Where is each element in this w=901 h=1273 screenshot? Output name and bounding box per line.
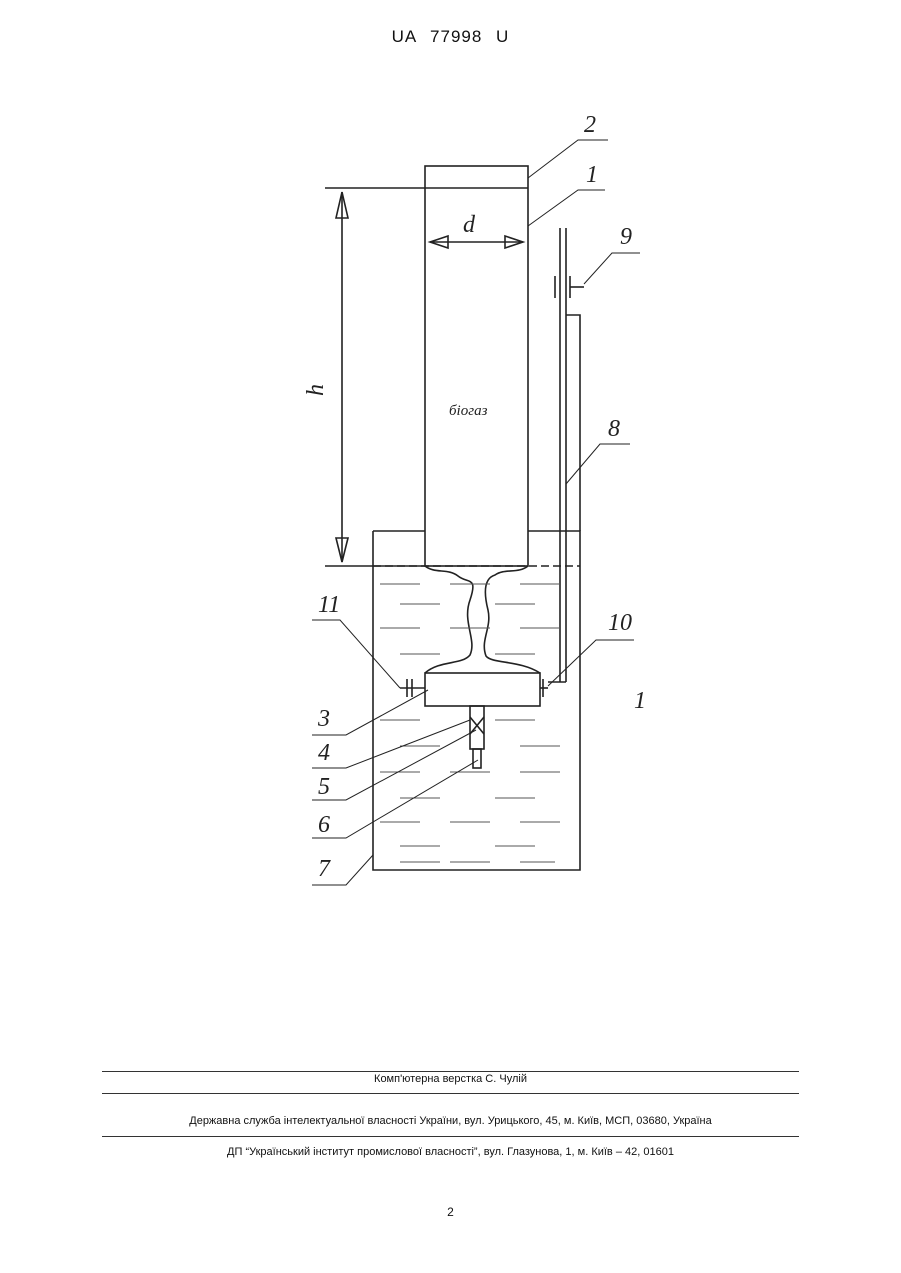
label-4: 4 bbox=[318, 740, 330, 766]
label-1-top: 1 bbox=[586, 162, 598, 188]
pipe-side-branch bbox=[566, 315, 580, 531]
gas-cylinder bbox=[425, 166, 528, 566]
label-2: 2 bbox=[584, 112, 596, 138]
biogas-apparatus-drawing: 2 1 9 d h біогаз 8 11 10 1 3 4 5 6 7 bbox=[0, 0, 901, 1000]
page-number: 2 bbox=[0, 1205, 901, 1219]
label-10: 10 bbox=[608, 610, 632, 636]
label-9: 9 bbox=[620, 224, 632, 250]
bag-box bbox=[425, 673, 540, 706]
label-5: 5 bbox=[318, 774, 330, 800]
label-7: 7 bbox=[318, 856, 331, 882]
footer-institute: ДП “Український інститут промислової вла… bbox=[0, 1146, 901, 1158]
label-6: 6 bbox=[318, 812, 330, 838]
label-11: 11 bbox=[318, 592, 340, 618]
label-8: 8 bbox=[608, 416, 620, 442]
footer-rule-2 bbox=[102, 1093, 799, 1094]
spigot-body bbox=[470, 706, 484, 749]
label-biogas: біогаз bbox=[449, 403, 488, 419]
label-d: d bbox=[463, 212, 476, 238]
footer-typesetting: Комп'ютерна верстка С. Чулій bbox=[0, 1073, 901, 1085]
label-3: 3 bbox=[317, 706, 330, 732]
footer-rule-3 bbox=[102, 1136, 799, 1137]
outer-tank bbox=[373, 531, 580, 870]
label-1-right: 1 bbox=[634, 688, 646, 714]
label-h: h bbox=[303, 384, 329, 396]
footer-agency: Державна служба інтелектуальної власност… bbox=[0, 1115, 901, 1127]
spigot-tip bbox=[473, 749, 481, 768]
footer-rule-1 bbox=[102, 1071, 799, 1072]
